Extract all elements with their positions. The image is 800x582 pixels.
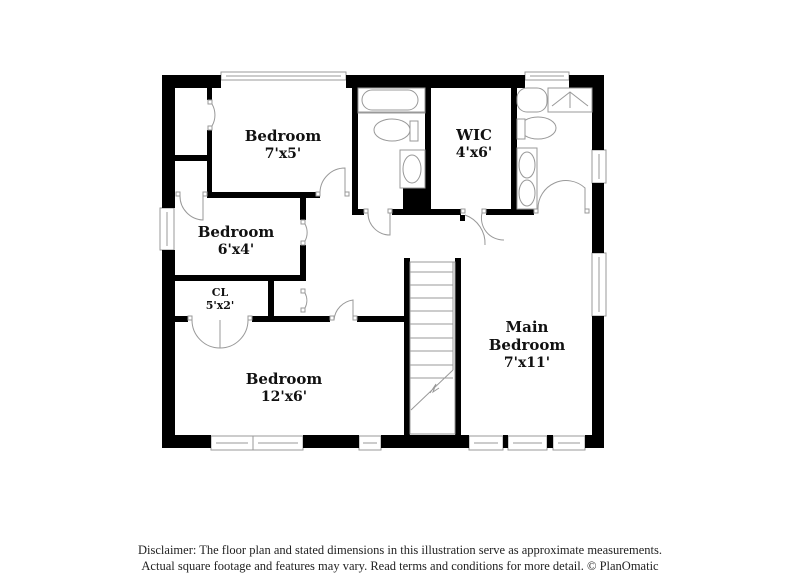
room-name-line1: Main bbox=[505, 318, 549, 336]
windows bbox=[159, 71, 607, 451]
room-name: Bedroom bbox=[244, 127, 322, 145]
door-jambs bbox=[175, 99, 590, 321]
room-label-bedroom-3: Bedroom 12'x6' bbox=[246, 370, 323, 406]
room-dimensions: 5'x2' bbox=[205, 299, 235, 312]
room-label-closet: CL 5'x2' bbox=[206, 286, 235, 312]
door-swings bbox=[179, 103, 586, 349]
room-dimensions: 4'x6' bbox=[455, 145, 493, 161]
room-name: Bedroom bbox=[197, 223, 275, 241]
room-dimensions: 6'x4' bbox=[217, 242, 255, 258]
room-label-wic: WIC 4'x6' bbox=[456, 126, 492, 162]
room-label-main-bedroom: Main Bedroom 7'x11' bbox=[489, 318, 566, 372]
room-dimensions: 12'x6' bbox=[260, 389, 308, 405]
stairs bbox=[409, 261, 456, 435]
walls bbox=[162, 75, 604, 448]
room-name-line2: Bedroom bbox=[488, 336, 566, 354]
disclaimer: Disclaimer: The floor plan and stated di… bbox=[0, 542, 800, 574]
room-name: CL bbox=[211, 286, 229, 299]
room-name: WIC bbox=[456, 126, 492, 144]
disclaimer-line-2: Actual square footage and features may v… bbox=[141, 559, 659, 573]
room-dimensions: 7'x5' bbox=[264, 146, 302, 162]
bath-fixtures bbox=[357, 87, 593, 210]
disclaimer-line-1: Disclaimer: The floor plan and stated di… bbox=[138, 543, 662, 557]
room-dimensions: 7'x11' bbox=[503, 355, 551, 371]
room-label-bedroom-2: Bedroom 6'x4' bbox=[198, 223, 275, 259]
room-label-bedroom-1: Bedroom 7'x5' bbox=[245, 127, 322, 163]
room-name: Bedroom bbox=[245, 370, 323, 388]
